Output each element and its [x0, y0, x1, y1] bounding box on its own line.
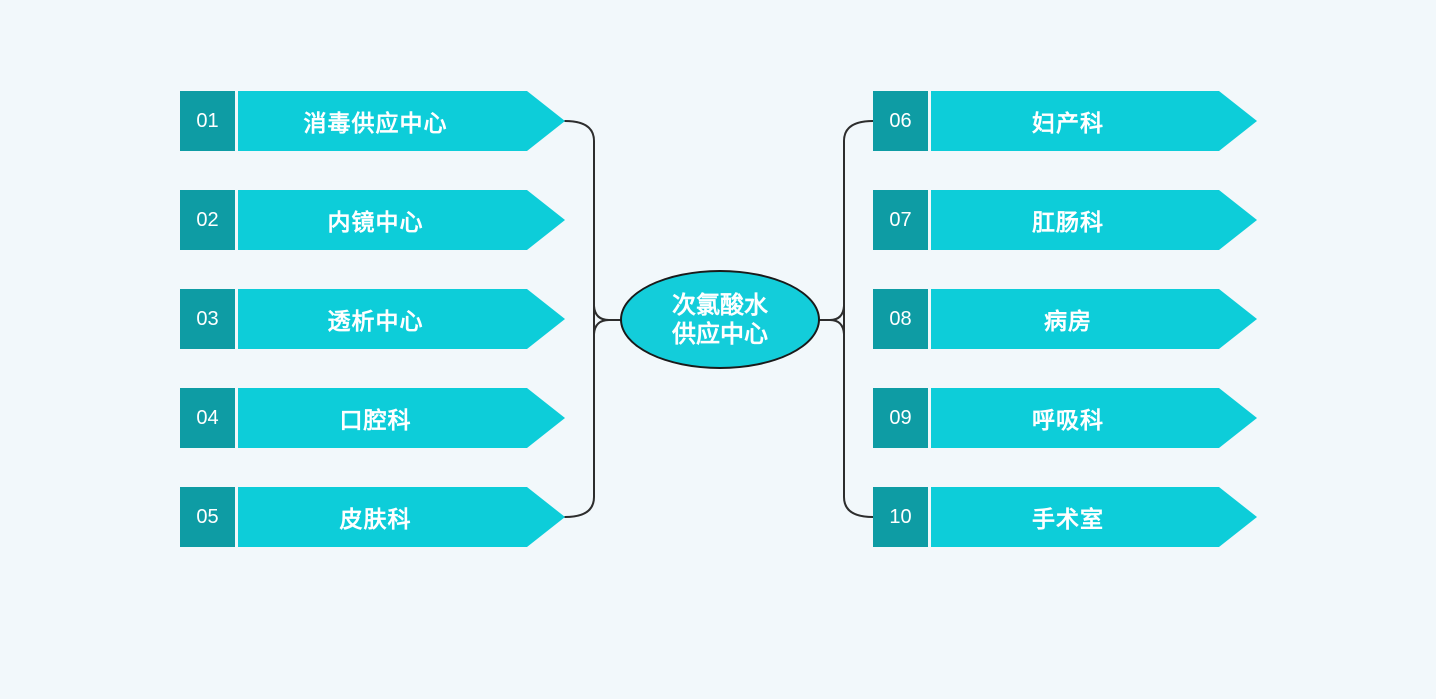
node-banner-02: 02 内镜中心 [180, 190, 565, 250]
node-number-badge: 03 [180, 289, 235, 349]
center-node-label-line1: 次氯酸水 [672, 291, 768, 319]
node-label: 手术室 [931, 487, 1257, 547]
node-number-badge: 07 [873, 190, 928, 250]
right-center-stub [818, 305, 845, 335]
node-number-badge: 04 [180, 388, 235, 448]
node-banner-01: 01 消毒供应中心 [180, 91, 565, 151]
node-banner-09: 09 呼吸科 [873, 388, 1257, 448]
node-number-badge: 02 [180, 190, 235, 250]
left-bracket-line [564, 120, 595, 518]
node-label: 消毒供应中心 [238, 91, 565, 151]
node-number-badge: 05 [180, 487, 235, 547]
right-bracket-line [843, 120, 874, 518]
center-node-label-line2: 供应中心 [672, 320, 768, 348]
node-number-badge: 01 [180, 91, 235, 151]
node-banner-08: 08 病房 [873, 289, 1257, 349]
node-number-badge: 10 [873, 487, 928, 547]
node-label: 内镜中心 [238, 190, 565, 250]
node-banner-06: 06 妇产科 [873, 91, 1257, 151]
node-banner-07: 07 肛肠科 [873, 190, 1257, 250]
node-label: 病房 [931, 289, 1257, 349]
node-number-badge: 09 [873, 388, 928, 448]
node-banner-05: 05 皮肤科 [180, 487, 565, 547]
node-label: 透析中心 [238, 289, 565, 349]
center-node: 次氯酸水 供应中心 [620, 270, 820, 369]
node-banner-10: 10 手术室 [873, 487, 1257, 547]
node-banner-04: 04 口腔科 [180, 388, 565, 448]
node-label: 肛肠科 [931, 190, 1257, 250]
left-center-stub [593, 305, 622, 335]
node-label: 口腔科 [238, 388, 565, 448]
node-number-badge: 08 [873, 289, 928, 349]
node-label: 皮肤科 [238, 487, 565, 547]
node-banner-03: 03 透析中心 [180, 289, 565, 349]
node-number-badge: 06 [873, 91, 928, 151]
node-label: 呼吸科 [931, 388, 1257, 448]
node-label: 妇产科 [931, 91, 1257, 151]
